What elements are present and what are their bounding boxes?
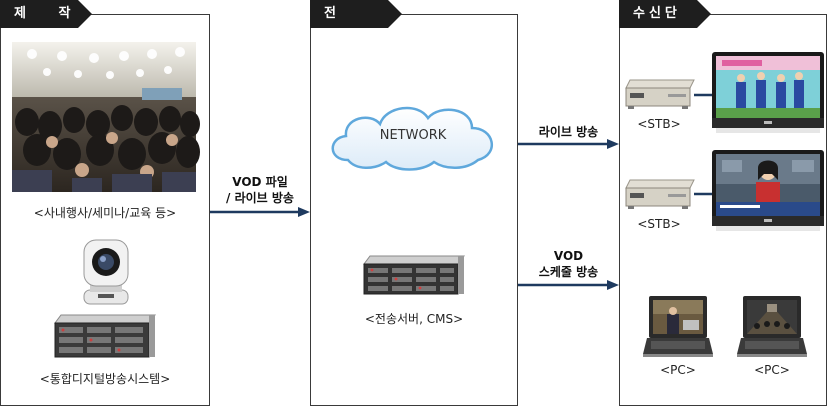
stb-icon-1 <box>625 79 695 109</box>
laptop-icon-1 <box>643 296 713 357</box>
tv-icon-2 <box>712 150 824 231</box>
stb-caption-2: <STB> <box>637 217 681 231</box>
vod-live-label-line2: / 라이브 방송 <box>226 191 294 205</box>
server-caption: <전송서버, CMS> <box>364 312 464 326</box>
ptz-camera-icon <box>83 239 129 305</box>
production-tab: 제 작 <box>0 0 92 28</box>
network-cloud-icon <box>331 106 494 171</box>
vod-label-line1: VOD <box>553 249 584 263</box>
receiver-tab: 수신단 <box>619 0 711 28</box>
transmission-server-icon <box>363 255 465 295</box>
transmission-panel <box>310 14 518 406</box>
stb-caption-1: <STB> <box>637 117 681 131</box>
event-photo <box>12 42 200 192</box>
stb-tv-link-1 <box>694 93 714 97</box>
pc-caption-2: <PC> <box>754 363 790 377</box>
system-caption: <통합디지털방송시스템> <box>39 372 171 386</box>
pc-caption-1: <PC> <box>660 363 696 377</box>
tv-icon-1 <box>712 52 824 133</box>
vod-live-label-line1: VOD 파일 <box>232 175 288 189</box>
broadcast-system-icon <box>54 314 156 358</box>
laptop-icon-2 <box>737 296 807 357</box>
live-label: 라이브 방송 <box>538 125 599 139</box>
arrow-live <box>518 139 619 149</box>
event-caption: <사내행사/세미나/교육 등> <box>33 206 177 220</box>
stb-tv-link-2 <box>694 192 714 196</box>
arrow-production-to-transmission <box>210 207 310 217</box>
transmission-tab: 전 송 <box>310 0 402 28</box>
arrow-vod <box>518 280 619 290</box>
stb-icon-2 <box>625 179 695 209</box>
network-label: NETWORK <box>379 128 447 143</box>
vod-label-line2: 스케줄 방송 <box>538 265 599 279</box>
